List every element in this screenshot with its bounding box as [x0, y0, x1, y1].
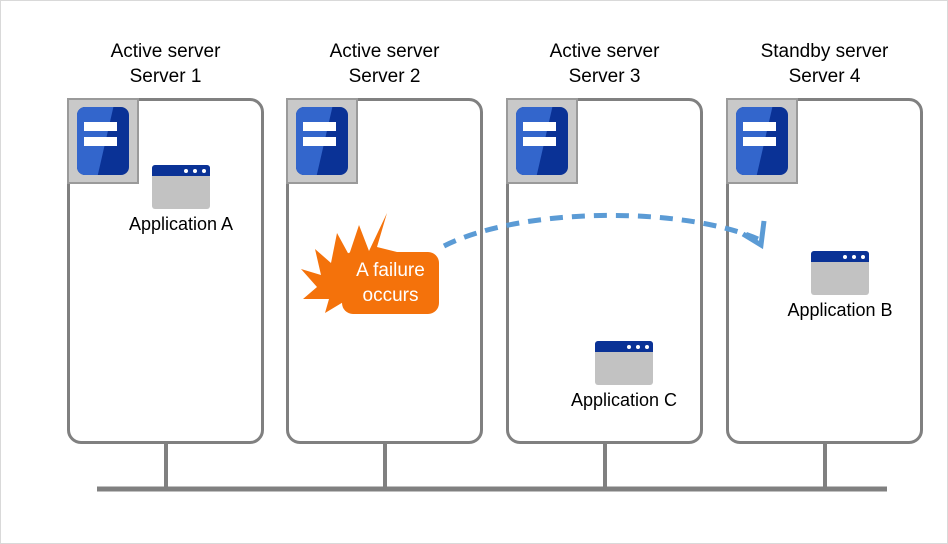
- failure-badge[interactable]: A failure occurs: [342, 252, 439, 314]
- application-dot-icon: [843, 254, 847, 259]
- column-role-label: Active server: [110, 41, 221, 62]
- application-titlebar: [811, 251, 869, 262]
- server-icon-bar: [743, 136, 776, 146]
- column-header-server-4: Standby server Server 4: [726, 39, 923, 89]
- server-icon-bar: [743, 121, 776, 131]
- application-dot-icon: [852, 254, 856, 259]
- server-icon-bar: [84, 136, 117, 146]
- application-label: Application C: [570, 390, 678, 410]
- server-icon-bar: [523, 121, 556, 131]
- application-label: Application B: [787, 300, 893, 320]
- application-titlebar: [152, 165, 210, 176]
- server-icon-body: [77, 107, 129, 175]
- column-role-label: Standby server: [760, 41, 889, 62]
- application-dot-icon: [202, 168, 206, 173]
- server-icon: [67, 98, 139, 184]
- server-icon: [286, 98, 358, 184]
- application-dot-icon: [184, 168, 188, 173]
- server-icon-body: [736, 107, 788, 175]
- column-header-server-3: Active server Server 3: [506, 39, 703, 89]
- application-item-a[interactable]: Application A: [115, 165, 247, 235]
- server-icon: [726, 98, 798, 184]
- server-icon-body: [296, 107, 348, 175]
- column-role-label: Active server: [329, 41, 440, 62]
- column-name-label: Server 4: [788, 66, 861, 87]
- application-titlebar: [595, 341, 653, 352]
- application-window-icon: [152, 165, 210, 209]
- application-dot-icon: [193, 168, 197, 173]
- application-dot-icon: [636, 344, 640, 349]
- column-role-label: Active server: [549, 41, 660, 62]
- application-dot-icon: [861, 254, 865, 259]
- application-dot-icon: [645, 344, 649, 349]
- application-dot-icon: [627, 344, 631, 349]
- server-icon-bar: [303, 136, 336, 146]
- column-name-label: Server 3: [568, 66, 641, 87]
- failure-line-2: occurs: [362, 285, 419, 306]
- failure-line-1: A failure: [356, 260, 425, 281]
- application-label: Application A: [128, 214, 234, 234]
- column-header-server-1: Active server Server 1: [67, 39, 264, 89]
- column-name-label: Server 1: [129, 66, 202, 87]
- application-item-b[interactable]: Application B: [774, 251, 906, 321]
- column-name-label: Server 2: [348, 66, 421, 87]
- server-icon-bar: [303, 121, 336, 131]
- column-header-server-2: Active server Server 2: [286, 39, 483, 89]
- server-icon-bar: [523, 136, 556, 146]
- application-item-c[interactable]: Application C: [558, 341, 690, 411]
- application-window-icon: [811, 251, 869, 295]
- server-icon-bar: [84, 121, 117, 131]
- server-icon: [506, 98, 578, 184]
- application-window-icon: [595, 341, 653, 385]
- server-icon-body: [516, 107, 568, 175]
